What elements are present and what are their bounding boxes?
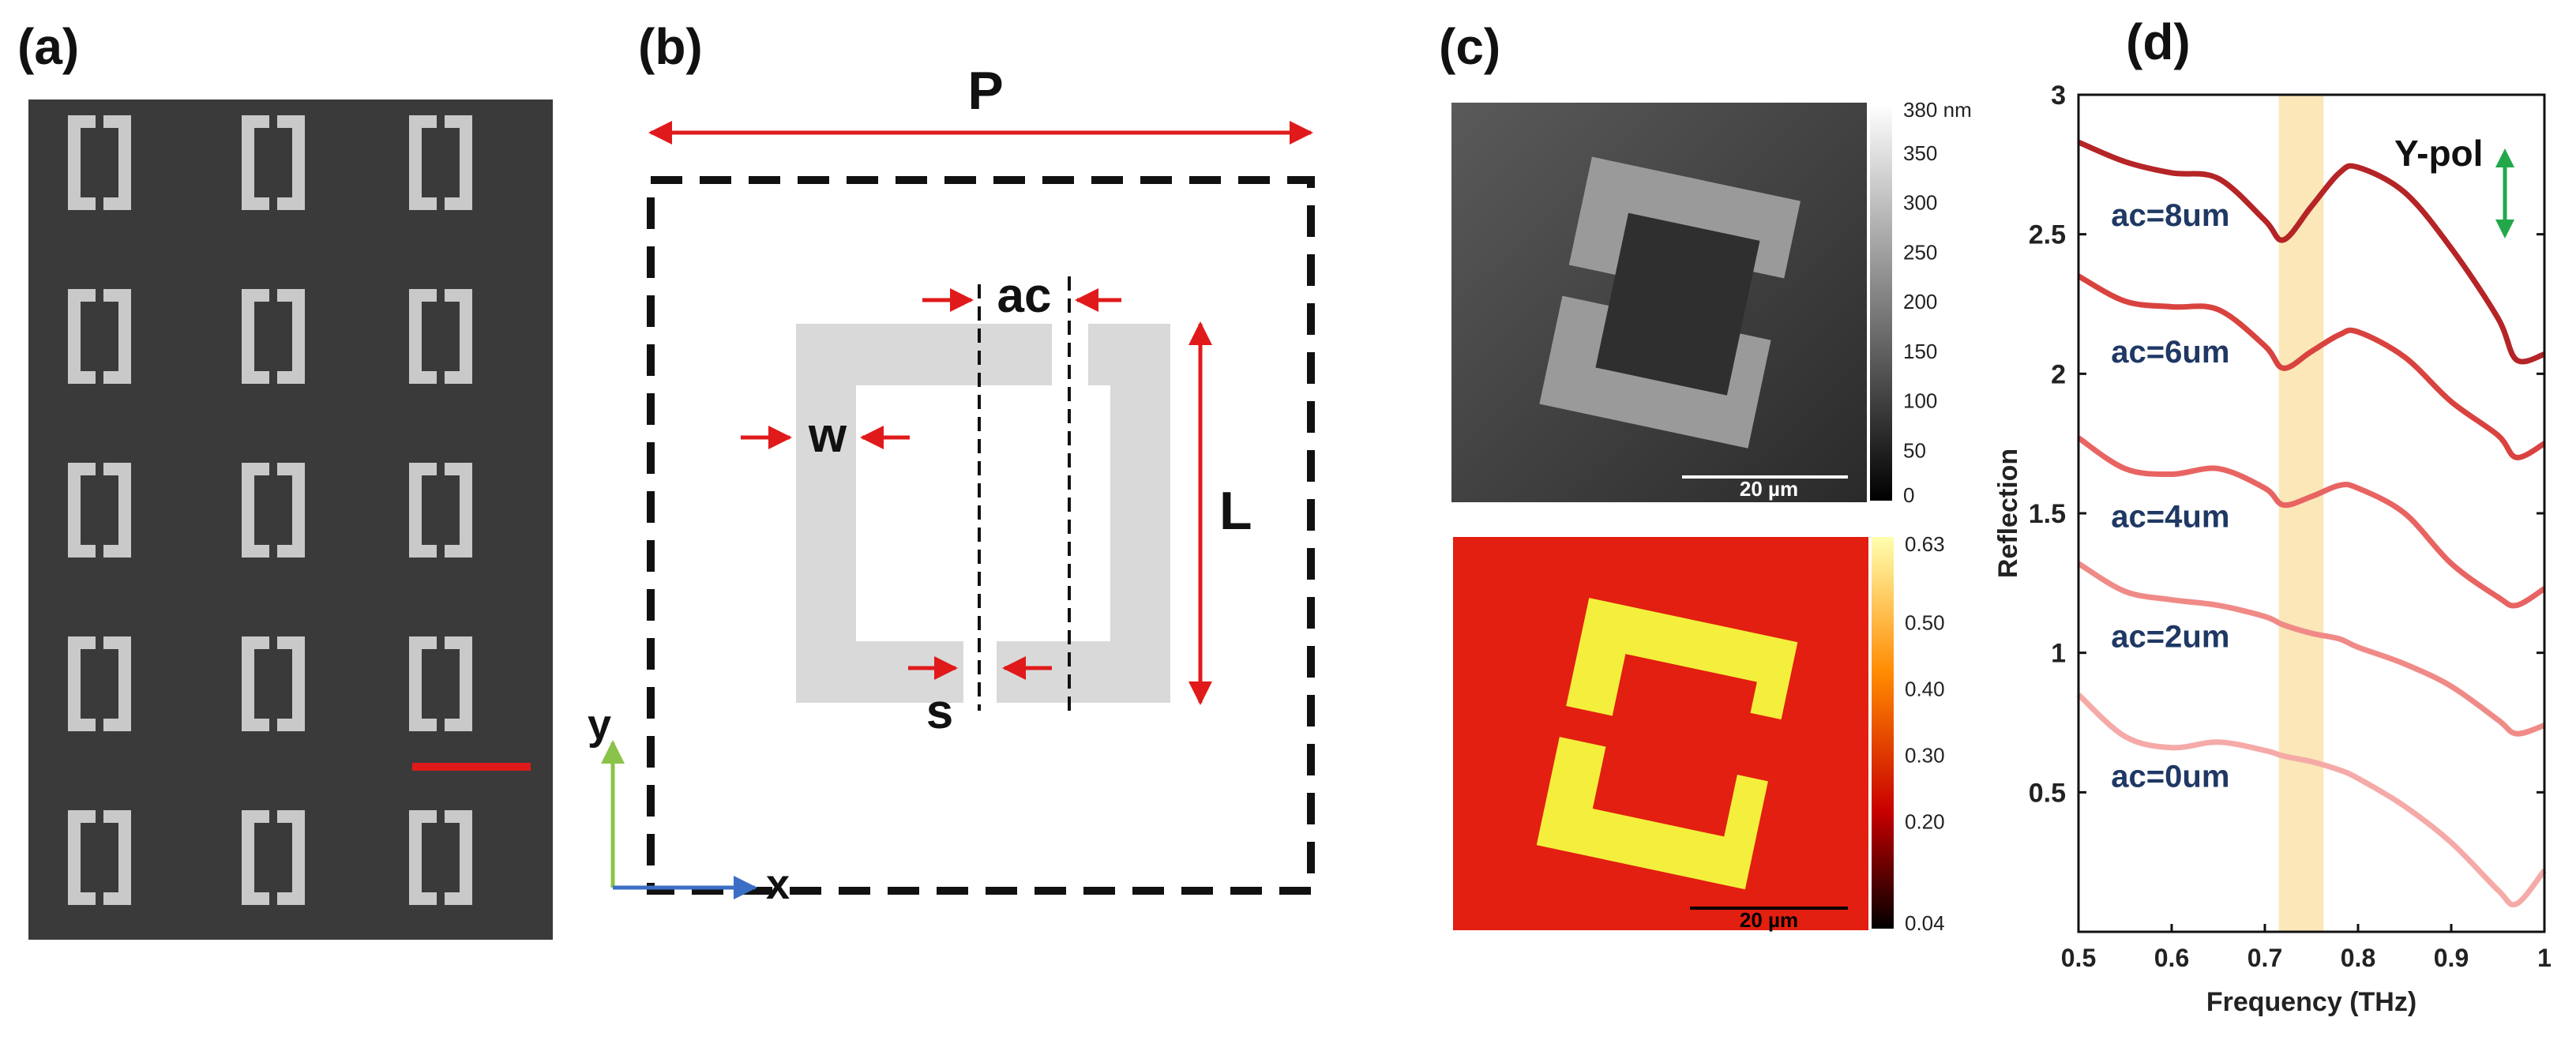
period-label: P xyxy=(967,61,1003,121)
x-tick-label: 0.9 xyxy=(2434,944,2469,972)
sem-resonator xyxy=(409,115,472,210)
y-tick-label: 0.5 xyxy=(2029,778,2066,808)
y-tick-label: 2 xyxy=(2051,359,2066,389)
afm-colorbar-tick: 0 xyxy=(1903,483,1914,507)
afm-colorbar-tick: 200 xyxy=(1903,290,1937,314)
unit-cell-schematic: P ac w L s y x xyxy=(588,61,1315,908)
afm-colorbar-tick: 150 xyxy=(1903,340,1937,363)
polarization-label: Y-pol xyxy=(2394,133,2483,174)
x-axis-label: x xyxy=(766,861,790,908)
sem-resonator xyxy=(242,115,305,210)
panel-a-label: (a) xyxy=(17,18,80,75)
series-line-ac=8um xyxy=(2077,139,2546,365)
series-line-ac=6um xyxy=(2077,273,2546,460)
afm-colorbar-tick: 100 xyxy=(1903,389,1937,413)
sem-resonator xyxy=(68,810,131,905)
split-ring-resonator xyxy=(796,324,1170,703)
afm-colorbar-tick: 380 nm xyxy=(1903,98,1972,122)
x-axis-title: Frequency (THz) xyxy=(2206,987,2416,1017)
afm-colorbar-tick: 300 xyxy=(1903,191,1937,215)
sem-resonator xyxy=(409,636,472,731)
series-label: ac=6um xyxy=(2111,335,2229,370)
map-colorbar-tick: 0.30 xyxy=(1905,743,1945,767)
map-colorbar-tick: 0.04 xyxy=(1905,911,1945,935)
reflection-map: 20 µm xyxy=(1453,537,1868,932)
afm-image: 20 µm xyxy=(1451,103,1867,502)
map-colorbar xyxy=(1872,537,1894,929)
x-tick-label: 0.6 xyxy=(2154,944,2189,972)
sem-resonator xyxy=(242,810,305,905)
sem-resonator xyxy=(409,289,472,384)
afm-colorbar-tick: 250 xyxy=(1903,240,1937,264)
panel-c-label: (c) xyxy=(1439,18,1501,75)
highlight-band xyxy=(2278,95,2324,932)
afm-colorbar-tick: 50 xyxy=(1903,438,1926,462)
series-label: ac=2um xyxy=(2111,620,2229,655)
afm-colorbar xyxy=(1870,104,1892,501)
map-colorbar-tick: 0.63 xyxy=(1905,532,1945,556)
series-label: ac=4um xyxy=(2111,500,2229,535)
y-tick-label: 3 xyxy=(2051,81,2066,111)
map-colorbar-tick: 0.50 xyxy=(1905,610,1945,634)
x-tick-label: 0.7 xyxy=(2247,944,2282,972)
sem-resonator xyxy=(409,463,472,558)
L-label: L xyxy=(1219,481,1252,541)
series-label: ac=8um xyxy=(2111,198,2229,233)
series-label: ac=0um xyxy=(2111,759,2229,794)
y-tick-label: 2.5 xyxy=(2029,220,2066,250)
series-line-ac=4um xyxy=(2077,435,2546,609)
map-colorbar-tick: 0.20 xyxy=(1905,809,1945,833)
y-tick-label: 1.5 xyxy=(2029,499,2066,529)
w-label: w xyxy=(808,408,847,463)
map-colorbar-tick: 0.40 xyxy=(1905,677,1945,700)
y-axis-label: y xyxy=(588,701,611,749)
s-label: s xyxy=(926,685,953,739)
y-tick-label: 1 xyxy=(2051,639,2066,669)
sem-resonator xyxy=(68,463,131,558)
series-line-ac=2um xyxy=(2077,561,2546,737)
sem-resonator xyxy=(68,115,131,210)
sem-resonator xyxy=(242,636,305,731)
afm-scalebar-label: 20 µm xyxy=(1740,477,1798,501)
series-line-ac=0um xyxy=(2076,693,2547,908)
map-scalebar-label: 20 µm xyxy=(1740,908,1798,932)
panel-d-label: (d) xyxy=(2126,13,2191,70)
ac-label: ac xyxy=(997,268,1052,323)
reflection-chart: ac=8um ac=6um ac=4um ac=2um ac=0um 0.5 1 1.5 2 2.… xyxy=(1993,81,2552,1017)
sem-resonator xyxy=(68,636,131,731)
x-tick-label: 0.5 xyxy=(2061,944,2096,972)
sem-image xyxy=(28,99,553,940)
sem-resonator xyxy=(242,289,305,384)
sem-resonator xyxy=(409,810,472,905)
scale-bar xyxy=(412,763,531,771)
y-axis-title: Reflection xyxy=(1993,449,2023,578)
x-tick-label: 1 xyxy=(2537,944,2552,972)
panel-b-label: (b) xyxy=(638,18,703,75)
x-tick-label: 0.8 xyxy=(2341,944,2375,972)
sem-resonator xyxy=(242,463,305,558)
afm-colorbar-tick: 350 xyxy=(1903,141,1937,165)
sem-resonator xyxy=(68,289,131,384)
